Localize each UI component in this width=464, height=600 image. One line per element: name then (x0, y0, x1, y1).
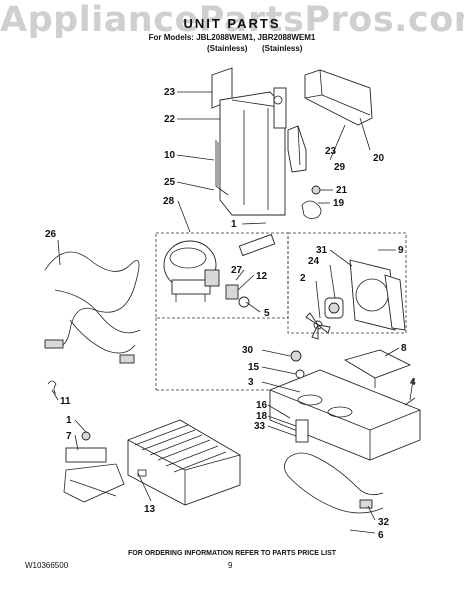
callout-20: 20 (373, 153, 385, 164)
fan-assembly-outline (287, 232, 407, 334)
condenser-shroud-part (211, 67, 287, 216)
leader-lines (51, 91, 414, 534)
callout-8: 8 (401, 343, 407, 354)
start-relay-part (225, 233, 276, 308)
screw-4-part (404, 397, 416, 406)
callout-23b: 23 (325, 146, 337, 157)
callout-25: 25 (164, 177, 176, 188)
callout-13: 13 (144, 504, 156, 515)
callout-5: 5 (264, 308, 270, 319)
clip-part (301, 185, 322, 219)
callout-9: 9 (398, 245, 404, 256)
fan-motor-part (324, 297, 344, 319)
drain-tube-part (284, 419, 384, 514)
page-number: 9 (228, 561, 233, 570)
clip-11-part (47, 380, 57, 395)
watermark-text: AppliancePartsPros.com (0, 0, 464, 40)
callout-2: 2 (300, 273, 306, 284)
screw-part (295, 369, 305, 379)
callout-22: 22 (164, 114, 176, 125)
diagram-title: UNIT PARTS (183, 16, 281, 31)
callout-30: 30 (242, 345, 254, 356)
callout-27: 27 (231, 265, 243, 276)
air-duct-part (304, 69, 373, 126)
ordering-notice: FOR ORDERING INFORMATION REFER TO PARTS … (127, 550, 337, 557)
callout-32: 32 (378, 517, 390, 528)
fan-shroud-part (349, 259, 406, 331)
grommet-part (290, 350, 302, 362)
compartment-base-part (269, 369, 421, 461)
model-variant-right: (Stainless) (262, 44, 303, 53)
callout-16: 16 (256, 400, 268, 411)
callout-26: 26 (45, 229, 57, 240)
compressor-assembly-outline (155, 232, 289, 319)
callout-labels: 23 22 10 25 28 1 26 27 12 5 20 29 23 21 … (45, 87, 416, 541)
callout-15: 15 (248, 362, 260, 373)
callout-24: 24 (308, 256, 320, 267)
mounting-bracket-part (287, 125, 307, 173)
callout-33: 33 (254, 421, 266, 432)
support-bracket-part (343, 349, 412, 388)
compressor-part (163, 240, 220, 302)
bracket-part (215, 140, 229, 196)
callout-19: 19 (333, 198, 345, 209)
callout-3: 3 (248, 377, 254, 388)
power-cord-part (63, 431, 125, 503)
callout-1b: 1 (66, 415, 72, 426)
document-number: W10366500 (25, 561, 69, 570)
models-line: For Models: JBL2088WEM1, JBR2088WEM1 (148, 33, 316, 42)
callout-28: 28 (163, 196, 175, 207)
callout-4: 4 (410, 377, 416, 388)
callout-21: 21 (336, 185, 348, 196)
model-variant-left: (Stainless) (207, 44, 248, 53)
callout-31: 31 (316, 245, 328, 256)
callout-6: 6 (378, 530, 384, 541)
callout-18: 18 (256, 411, 268, 422)
callout-12: 12 (256, 271, 268, 282)
callout-23a: 23 (164, 87, 176, 98)
condenser-coil-part (127, 419, 241, 506)
callout-7: 7 (66, 431, 72, 442)
callout-1a: 1 (231, 219, 237, 230)
fan-blade-part (305, 312, 331, 340)
wiring-harness-part (44, 251, 141, 364)
callout-29: 29 (334, 162, 346, 173)
callout-10: 10 (164, 150, 176, 161)
callout-11: 11 (60, 396, 71, 407)
